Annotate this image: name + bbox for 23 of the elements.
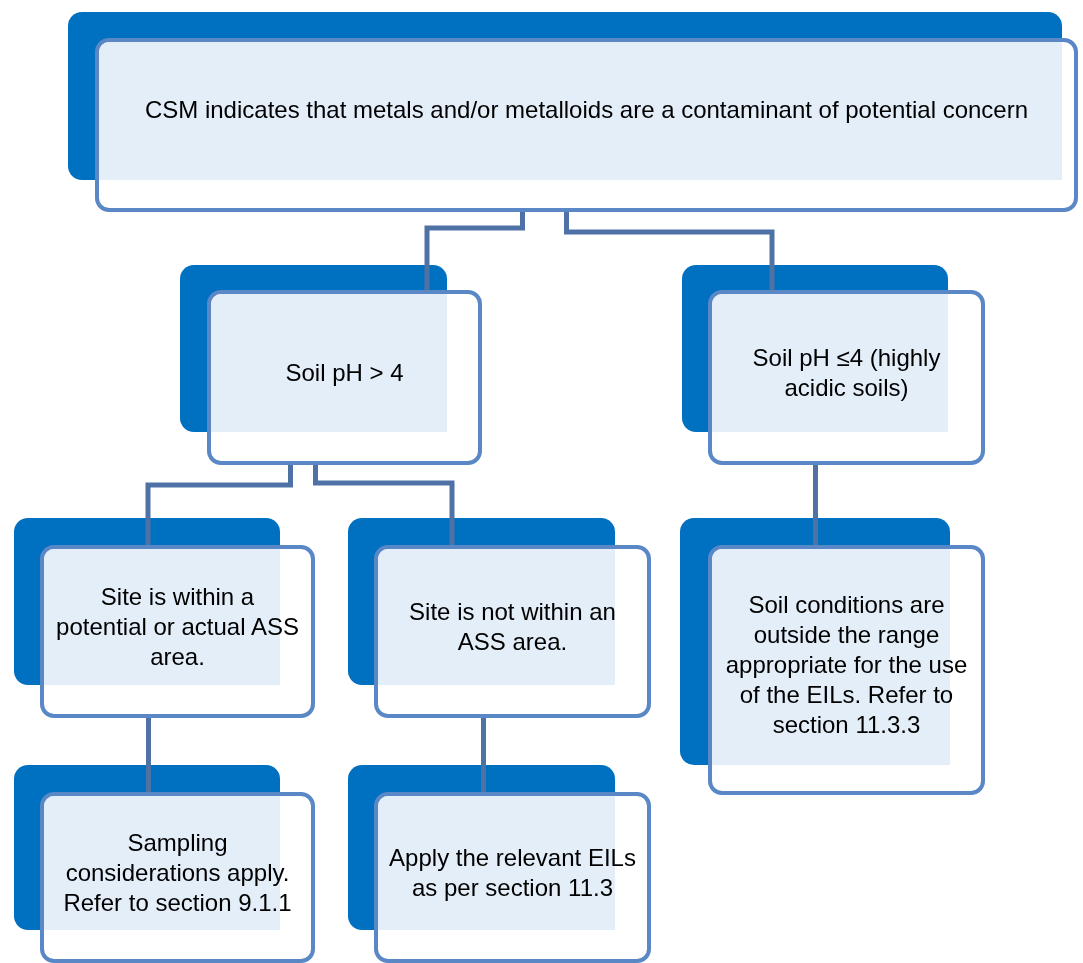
box-text: Site is not within an ASS area. bbox=[408, 596, 617, 657]
box-text: Soil pH > 4 bbox=[284, 357, 405, 388]
box-text: Apply the relevant EILs as per section 11.3 bbox=[388, 842, 637, 903]
box-text: Soil pH ≤4 (highly acidic soils) bbox=[751, 342, 942, 403]
process-box bbox=[708, 545, 985, 795]
connector-line bbox=[424, 212, 525, 290]
process-box bbox=[374, 792, 651, 963]
box-text: Site is within a potential or actual ASS area. bbox=[55, 581, 300, 672]
connector-line bbox=[564, 212, 775, 290]
connector-line bbox=[813, 465, 818, 545]
box-text: Sampling considerations apply. Refer to section 9.1.1 bbox=[62, 827, 293, 918]
process-box bbox=[708, 290, 985, 465]
process-box bbox=[207, 290, 482, 465]
box-text: Soil conditions are outside the range appropriate for the use of the EILs. Refer to section 11.3.3 bbox=[724, 590, 969, 740]
box-text: CSM indicates that metals and/or metalloids are a contaminant of potential concern bbox=[143, 95, 1030, 125]
process-box bbox=[374, 545, 651, 718]
connector-line bbox=[313, 465, 455, 545]
process-box bbox=[95, 38, 1078, 212]
connector-line bbox=[145, 465, 293, 545]
process-box bbox=[40, 792, 315, 963]
process-box bbox=[40, 545, 315, 718]
connector-line bbox=[481, 718, 486, 792]
connector-line bbox=[146, 718, 151, 792]
